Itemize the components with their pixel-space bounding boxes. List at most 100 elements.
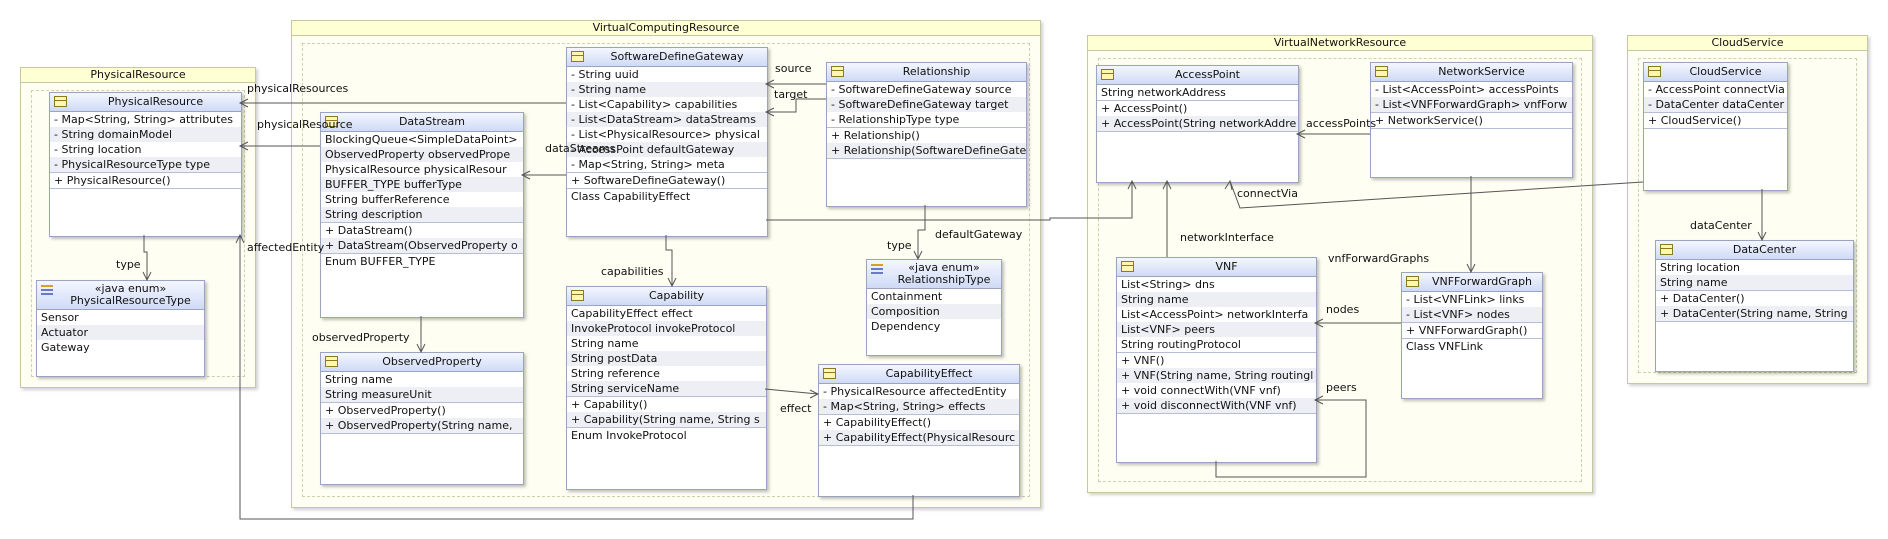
attribute-row[interactable]: String name	[571, 337, 639, 350]
attribute-row[interactable]: List<String> dns	[1121, 278, 1215, 291]
class-capability-effect[interactable]: CapabilityEffect- PhysicalResource affec…	[818, 364, 1020, 497]
operation-row[interactable]: + void disconnectWith(VNF vnf)	[1117, 398, 1316, 413]
operation-row[interactable]: + DataCenter()	[1660, 292, 1745, 305]
attribute-row[interactable]: String routingProtocol	[1121, 338, 1241, 351]
enum-literal[interactable]: Dependency	[871, 320, 941, 333]
attribute-row[interactable]: BUFFER_TYPE bufferType	[321, 177, 523, 192]
attribute-row[interactable]: - DataCenter dataCenter	[1644, 97, 1787, 112]
attribute-row[interactable]: - String domainModel	[50, 127, 241, 142]
operations-compartment: + AccessPoint()+ AccessPoint(String netw…	[1097, 101, 1298, 132]
attribute-row[interactable]: ObservedProperty observedPrope	[321, 147, 523, 162]
operation-row[interactable]: + Capability()	[571, 398, 648, 411]
attribute-row[interactable]: - SoftwareDefineGateway source	[831, 83, 1012, 96]
operation-row[interactable]: + Relationship()	[831, 129, 920, 142]
class-relationship[interactable]: Relationship- SoftwareDefineGateway sour…	[826, 62, 1027, 207]
inner-type-row[interactable]: Class CapabilityEffect	[571, 190, 691, 203]
attribute-row[interactable]: - Map<String, String> attributes	[54, 113, 233, 126]
attribute-row[interactable]: - AccessPoint defaultGateway	[567, 142, 767, 157]
attribute-row[interactable]: - List<PhysicalResource> physical	[571, 128, 760, 141]
operation-row[interactable]: + Relationship(SoftwareDefineGate	[827, 143, 1026, 158]
operation-row[interactable]: + DataCenter(String name, String	[1656, 306, 1853, 321]
operation-row[interactable]: + Capability(String name, String s	[567, 412, 766, 427]
class-physical-resource[interactable]: PhysicalResource- Map<String, String> at…	[49, 92, 242, 237]
operation-row[interactable]: + ObservedProperty(String name,	[321, 418, 523, 433]
inner-type-row[interactable]: Enum InvokeProtocol	[571, 429, 687, 442]
attribute-row[interactable]: String name	[1117, 292, 1316, 307]
attribute-row[interactable]: String name	[1656, 275, 1853, 290]
class-icon	[831, 66, 844, 77]
operation-row[interactable]: + CapabilityEffect()	[823, 416, 932, 429]
operation-row[interactable]: + CapabilityEffect(PhysicalResourc	[819, 430, 1019, 445]
inner-type-row[interactable]: Enum BUFFER_TYPE	[325, 255, 436, 268]
package-title: VirtualComputingResource	[292, 21, 1040, 36]
attribute-row[interactable]: - List<AccessPoint> accessPoints	[1375, 83, 1559, 96]
attribute-row[interactable]: - List<VNFForwardGraph> vnfForw	[1371, 97, 1572, 112]
attribute-row[interactable]: List<AccessPoint> networkInterfa	[1121, 308, 1309, 321]
attributes-compartment: - Map<String, String> attributes- String…	[50, 112, 241, 173]
class-header: AccessPoint	[1097, 66, 1298, 85]
attribute-row[interactable]: String description	[321, 207, 523, 222]
operation-row[interactable]: + NetworkService()	[1375, 114, 1483, 127]
attribute-row[interactable]: - List<Capability> capabilities	[571, 98, 738, 111]
operation-row[interactable]: + AccessPoint()	[1101, 102, 1188, 115]
class-name: DataCenter	[1732, 243, 1797, 256]
attribute-row[interactable]: - SoftwareDefineGateway target	[827, 97, 1026, 112]
attribute-row[interactable]: CapabilityEffect effect	[571, 307, 693, 320]
enum-literal[interactable]: Sensor	[41, 311, 79, 324]
class-icon	[571, 290, 584, 301]
operation-row[interactable]: + DataStream(ObservedProperty o	[321, 238, 523, 253]
attribute-row[interactable]: - List<DataStream> dataStreams	[567, 112, 767, 127]
operation-row[interactable]: + CloudService()	[1648, 114, 1742, 127]
attribute-row[interactable]: String location	[1660, 261, 1740, 274]
enum-literal[interactable]: Gateway	[41, 341, 90, 354]
attribute-row[interactable]: - PhysicalResource affectedEntity	[823, 385, 1007, 398]
operation-row[interactable]: + VNF()	[1121, 354, 1165, 367]
class-software-define-gateway[interactable]: SoftwareDefineGateway- String uuid- Stri…	[566, 47, 768, 237]
attribute-row[interactable]: - Map<String, String> meta	[571, 158, 725, 171]
attribute-row[interactable]: - String name	[567, 82, 767, 97]
attribute-row[interactable]: String bufferReference	[325, 193, 450, 206]
attribute-row[interactable]: - String location	[54, 143, 142, 156]
attribute-row[interactable]: String networkAddress	[1101, 86, 1226, 99]
attribute-row[interactable]: String postData	[567, 351, 766, 366]
operation-row[interactable]: + VNF(String name, String routingl	[1117, 368, 1316, 383]
attribute-row[interactable]: List<VNF> peers	[1117, 322, 1316, 337]
operation-row[interactable]: + DataStream()	[325, 224, 413, 237]
enum-literal[interactable]: Actuator	[37, 325, 204, 340]
attribute-row[interactable]: String measureUnit	[321, 387, 523, 402]
attribute-row[interactable]: String serviceName	[567, 381, 766, 396]
class-cloud-service[interactable]: CloudService- AccessPoint connectVia- Da…	[1643, 62, 1788, 191]
attribute-row[interactable]: - PhysicalResourceType type	[50, 157, 241, 172]
attribute-row[interactable]: BlockingQueue<SimpleDataPoint>	[325, 133, 518, 146]
class-vnf-forward-graph[interactable]: VNFForwardGraph- List<VNFLink> links- Li…	[1401, 272, 1543, 399]
operation-row[interactable]: + ObservedProperty()	[325, 404, 446, 417]
class-icon	[1101, 69, 1114, 80]
operation-row[interactable]: + AccessPoint(String networkAddre	[1097, 116, 1298, 131]
attribute-row[interactable]: String name	[325, 373, 393, 386]
inner-type-row[interactable]: Class VNFLink	[1406, 340, 1484, 353]
attribute-row[interactable]: - List<VNFLink> links	[1406, 293, 1525, 306]
attribute-row[interactable]: - AccessPoint connectVia	[1648, 83, 1785, 96]
operation-row[interactable]: + void connectWith(VNF vnf)	[1121, 384, 1281, 397]
enum-literal[interactable]: Composition	[867, 304, 1001, 319]
operation-row[interactable]: + VNFForwardGraph()	[1406, 324, 1528, 337]
enum-literal[interactable]: Containment	[871, 290, 943, 303]
attribute-row[interactable]: PhysicalResource physicalResour	[325, 163, 507, 176]
attribute-row[interactable]: - Map<String, String> effects	[819, 399, 1019, 414]
attribute-row[interactable]: - List<VNF> nodes	[1402, 307, 1542, 322]
operation-row[interactable]: + PhysicalResource()	[54, 174, 171, 187]
operation-row[interactable]: + SoftwareDefineGateway()	[571, 174, 726, 187]
attribute-row[interactable]: - String uuid	[571, 68, 639, 81]
attribute-row[interactable]: - RelationshipType type	[831, 113, 960, 126]
attribute-row[interactable]: InvokeProtocol invokeProtocol	[567, 321, 766, 336]
attribute-row[interactable]: String reference	[571, 367, 660, 380]
class-network-service[interactable]: NetworkService- List<AccessPoint> access…	[1370, 62, 1573, 178]
